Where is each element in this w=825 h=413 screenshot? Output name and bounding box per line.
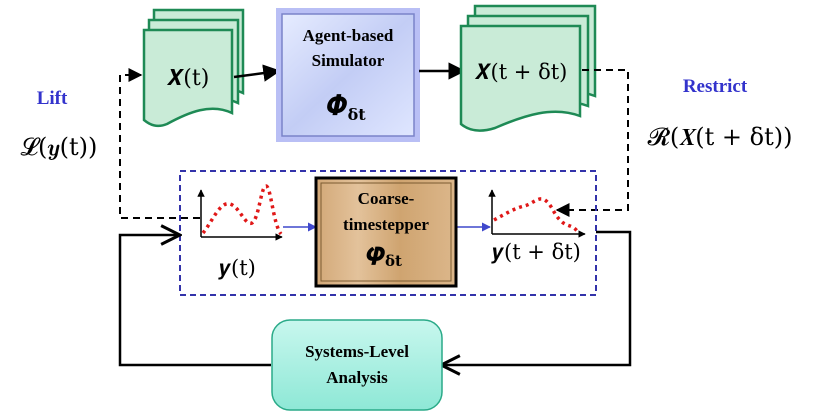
arrow-x-to-simulator [233, 64, 281, 82]
loop-analysis-to-left [118, 235, 271, 367]
restrict-operator: 𝓡(𝑿(t + δt)) [648, 123, 793, 151]
macro-state-in-plot [197, 184, 283, 241]
coarse-line2: timestepper [343, 215, 429, 234]
coarse-symbol: 𝝋δt [366, 237, 402, 270]
loop-right-to-analysis [443, 230, 632, 365]
macro-state-in-label: 𝒚(t) [218, 256, 256, 280]
profile-curve [493, 197, 580, 234]
simulator-line1: Agent-based [303, 26, 394, 45]
micro-state-out-stack: 𝑿(t + δt) [459, 4, 597, 132]
micro-state-in-stack: 𝑿(t) [142, 8, 245, 128]
micro-state-out-label: 𝑿(t + δt) [475, 60, 568, 84]
macro-state-out-label: 𝒚(t + δt) [491, 240, 581, 264]
doc-front [142, 28, 234, 128]
doc-front [459, 24, 582, 132]
coarse-timestepper-box: Coarse- timestepper 𝝋δt [314, 176, 458, 288]
agent-based-simulator-box: Agent-based Simulator 𝜱δt [276, 8, 420, 142]
simulator-line2: Simulator [312, 51, 385, 70]
restrict-label: Restrict [683, 76, 748, 97]
systems-level-analysis-box: Systems-Level Analysis [271, 319, 443, 411]
coarse-line1: Coarse- [358, 189, 415, 208]
micro-state-in-label: 𝑿(t) [167, 66, 210, 91]
macro-state-out-plot [488, 189, 586, 238]
analysis-line2: Analysis [326, 368, 388, 387]
profile-curve [201, 184, 283, 236]
restrict-dashed-arrow [555, 69, 629, 217]
lift-label: Lift [37, 88, 68, 109]
analysis-line1: Systems-Level [305, 342, 409, 361]
lift-dashed-arrow [119, 68, 200, 219]
simulator-symbol: 𝜱δt [326, 91, 366, 124]
lift-operator: 𝓛(𝒚(t)) [21, 133, 98, 161]
